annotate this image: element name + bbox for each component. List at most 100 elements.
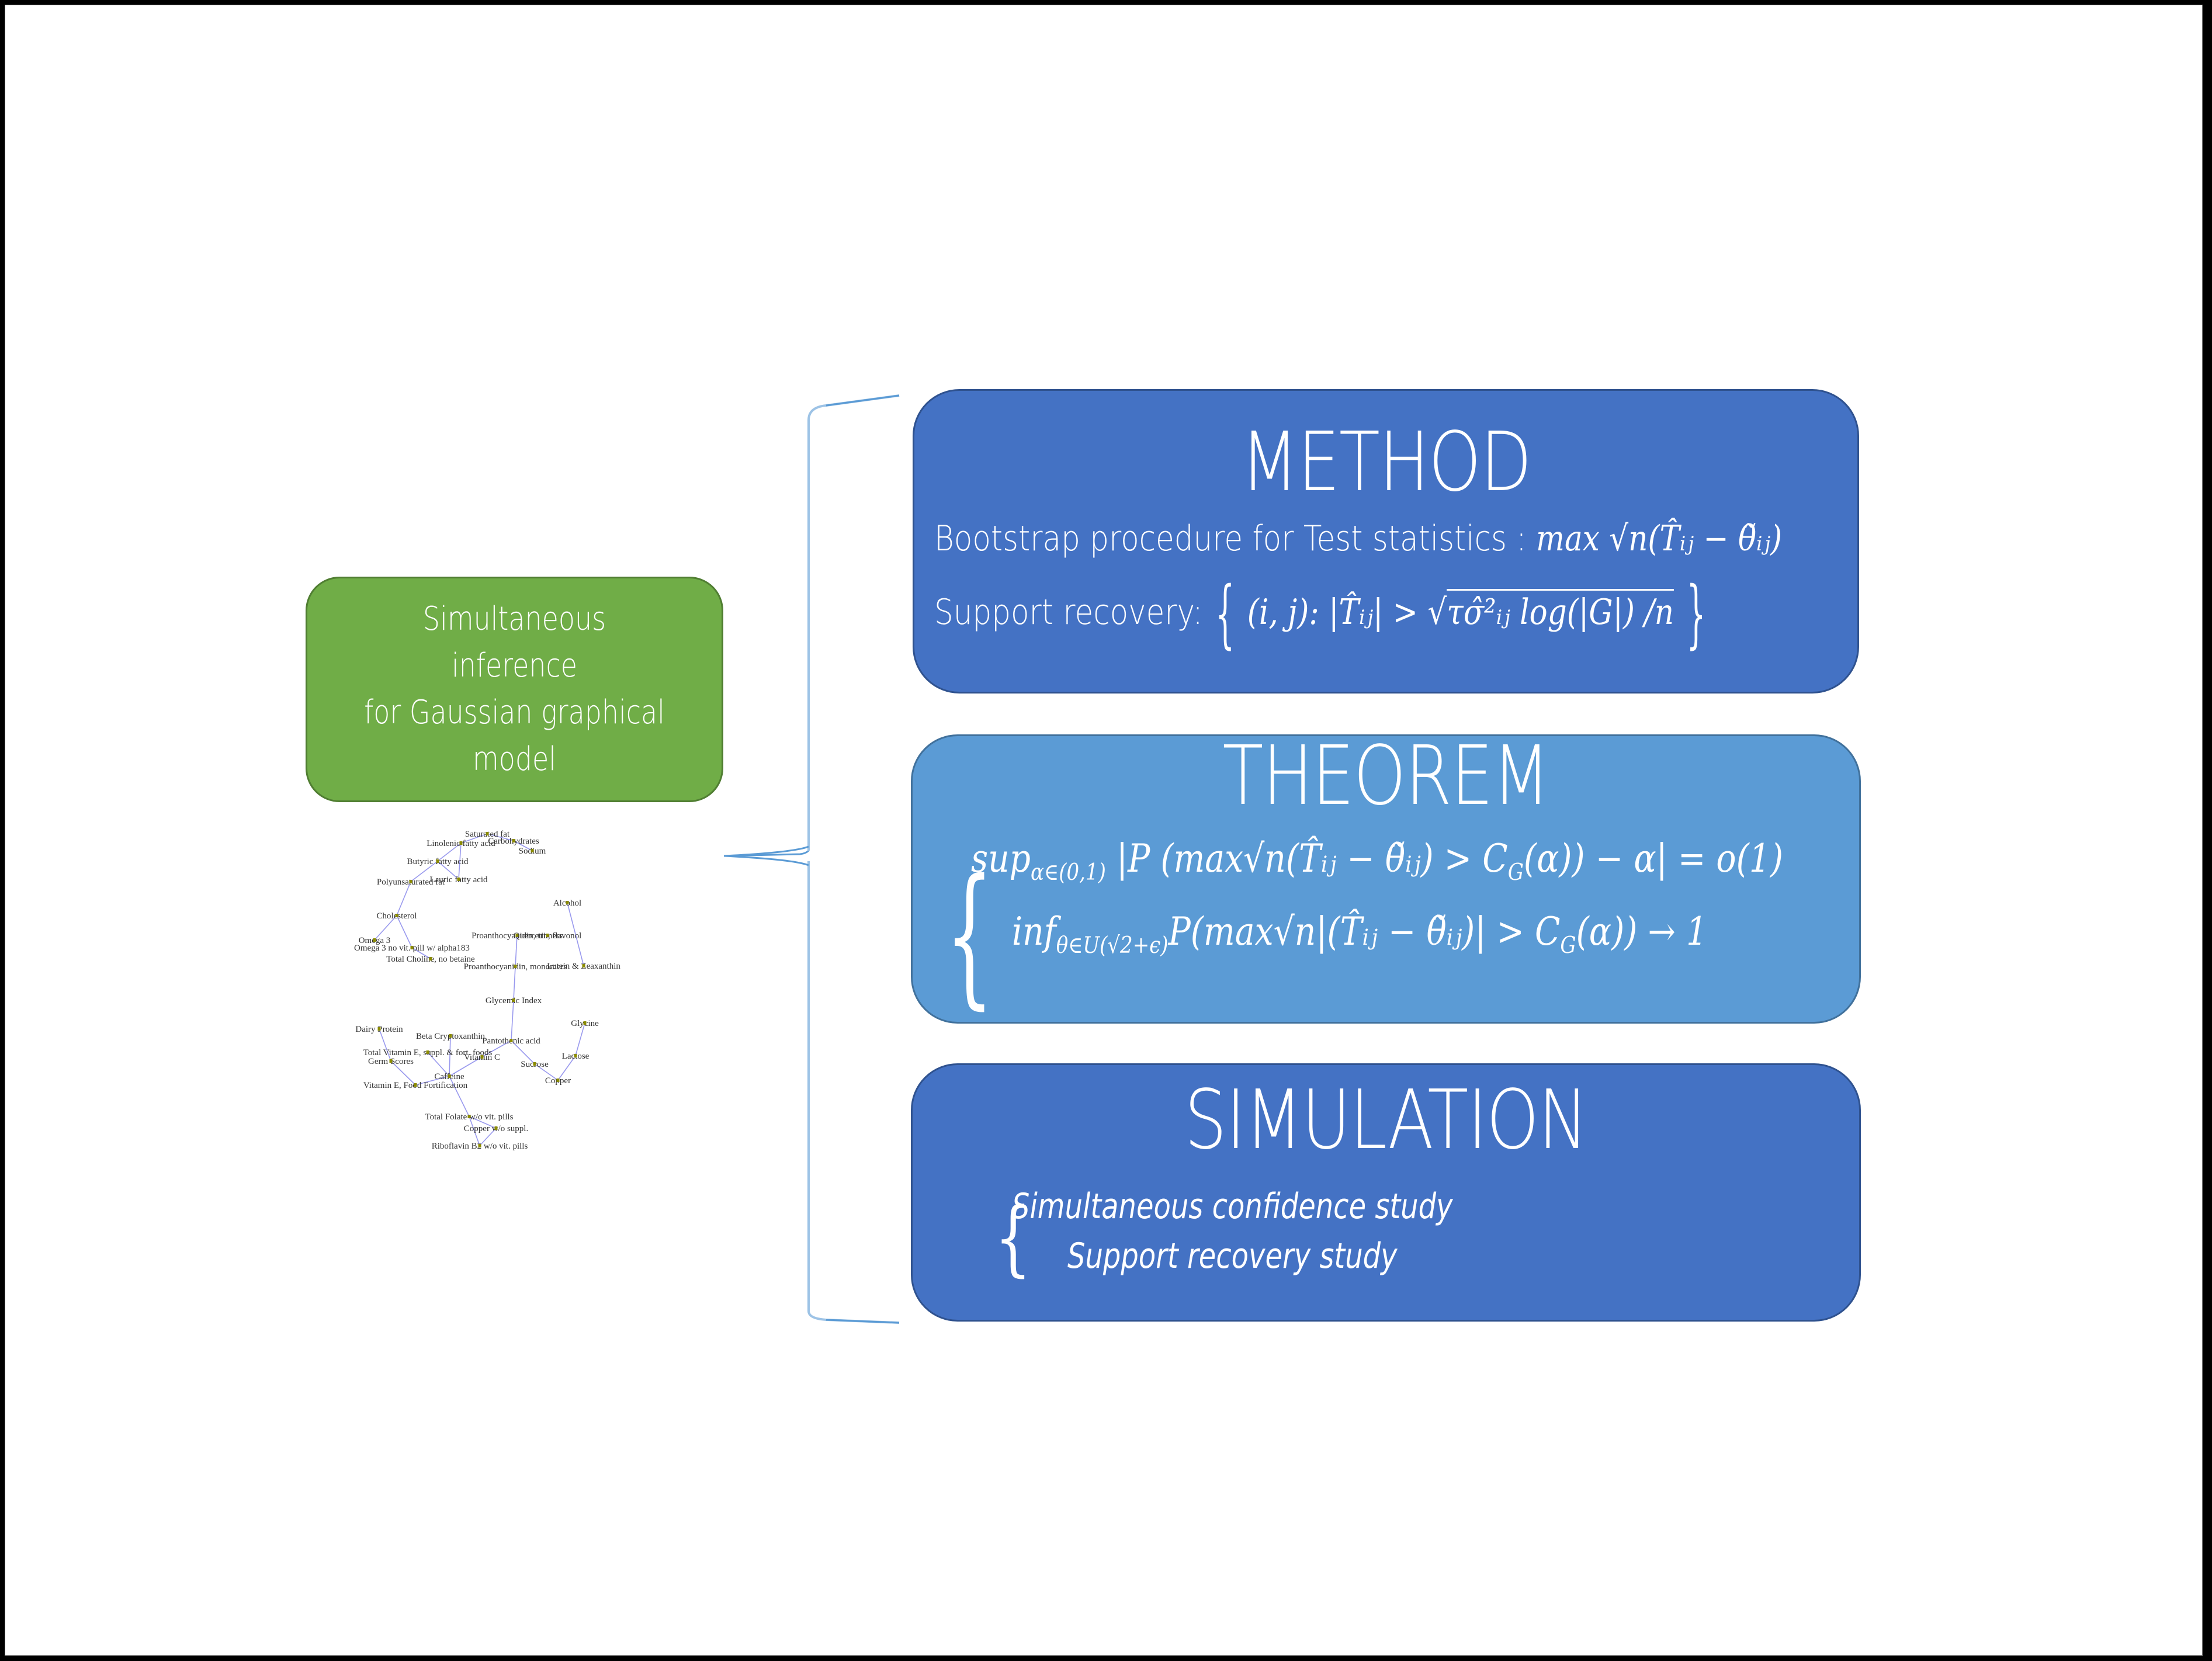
topic-line-3: model — [473, 740, 556, 778]
network-node-marker — [478, 1144, 481, 1147]
method-box: METHOD Bootstrap procedure for Test stat… — [913, 389, 1859, 693]
network-node-marker — [509, 1039, 513, 1042]
simulation-brace-icon: { — [994, 1190, 1032, 1286]
method-title: METHOD — [1240, 415, 1533, 510]
network-node-marker — [556, 1079, 560, 1082]
network-nodes: Saturated fatCarbohydratesSodium Linoleni… — [354, 830, 620, 1151]
network-node-marker — [546, 934, 549, 937]
network-edge — [515, 935, 518, 967]
network-node-marker — [566, 901, 569, 904]
network-edge — [557, 1055, 576, 1081]
network-node: Sodium — [519, 847, 546, 856]
network-node-marker — [373, 938, 376, 942]
network-node: Vitamin C — [464, 1053, 500, 1062]
network-node: Lutein & Zeaxanthin — [547, 962, 620, 971]
network-node: Copper — [545, 1076, 571, 1086]
network-node-marker — [512, 839, 515, 842]
network-edge — [458, 842, 462, 880]
inf-c-subscript: G — [1560, 931, 1576, 959]
network-node-marker — [574, 1054, 577, 1057]
network-node-marker — [414, 1083, 417, 1087]
method-bootstrap-line: Bootstrap procedure for Test statistics … — [934, 518, 1782, 559]
right-brace-icon: } — [1686, 571, 1706, 657]
network-edge — [437, 861, 459, 880]
slide-canvas: Simultaneous inference for Gaussian grap… — [5, 5, 2203, 1656]
inf-body: P(max√n|(T̂ᵢⱼ − θ̃ᵢⱼ)| > C — [1168, 909, 1561, 954]
network-node-marker — [467, 1115, 471, 1118]
sup-c-subscript: G — [1507, 858, 1524, 886]
simulation-title: SIMULATION — [1184, 1073, 1588, 1168]
network-node-marker — [448, 1074, 451, 1078]
theorem-brace-icon: { — [945, 846, 994, 1024]
network-edge — [396, 915, 412, 948]
network-edge — [396, 881, 411, 916]
left-brace-icon: { — [1215, 571, 1235, 657]
network-node-marker — [377, 1027, 381, 1031]
inf-operator: inf — [1012, 909, 1056, 954]
network-edge — [534, 1063, 559, 1081]
bracket-connector — [723, 394, 900, 1324]
network-node-marker — [457, 878, 460, 881]
network-node-marker — [583, 1021, 587, 1025]
gaussian-graphical-network: Saturated fatCarbohydratesSodium Linoleni… — [354, 830, 620, 1151]
network-node-marker — [389, 1059, 393, 1063]
network-edge — [469, 1116, 480, 1146]
network-node-marker — [514, 965, 517, 968]
network-edge — [415, 1076, 450, 1086]
bracket-mid-bottom — [723, 855, 809, 866]
network-edge — [469, 1116, 497, 1129]
network-node-marker — [459, 841, 463, 845]
network-node-marker — [449, 1034, 452, 1038]
bracket-lower-tip — [826, 1319, 900, 1324]
network-edge — [567, 902, 584, 966]
network-node-marker — [395, 914, 398, 917]
network-node: Carbohydrates — [488, 837, 539, 846]
network-edge — [513, 966, 516, 1001]
network-node: Omega 3 — [359, 936, 391, 945]
network-edge — [410, 861, 438, 882]
support-recovery-label: Support recovery: — [934, 592, 1203, 633]
network-node: Alcohol — [553, 899, 581, 908]
network-edge — [449, 1035, 451, 1077]
network-edge — [411, 947, 431, 959]
network-node: Omega 3 no vit. pill w/ alpha183 — [354, 944, 470, 953]
network-edge — [460, 833, 488, 844]
network-node: Saturated fat — [465, 830, 510, 839]
inf-subscript: θ∈U(√2+ϵ) — [1056, 931, 1169, 959]
theorem-title: THEOREM — [1222, 729, 1550, 824]
network-node: Vitamin E, Food Fortification — [363, 1081, 468, 1090]
network-edge — [390, 1060, 416, 1086]
topic-line-2: for Gaussian graphical — [364, 693, 665, 731]
bracket-lower-arm — [807, 861, 900, 1324]
simulation-item-support-recovery: Support recovery study — [1067, 1236, 1398, 1277]
network-edge — [575, 1022, 585, 1056]
bracket-connector-line — [723, 849, 810, 857]
network-node: Linolenic fatty acid — [427, 839, 495, 848]
network-node: Proanthocyanidin, monomers — [464, 962, 567, 972]
network-edges — [374, 833, 585, 1146]
network-node: Cholesterol — [376, 911, 417, 921]
network-node-marker — [582, 964, 585, 968]
network-node-marker — [429, 957, 432, 960]
network-node: Caffeine — [434, 1072, 464, 1081]
bracket-upper-tip — [826, 394, 900, 407]
network-node: Riboflavin B2 w/o vit. pills — [432, 1142, 528, 1151]
network-node-marker — [531, 849, 534, 852]
network-node: Quercetin, flavonol — [514, 931, 582, 941]
sup-body: |P (max√n(T̂ᵢⱼ − θ̃ᵢⱼ) > C — [1116, 836, 1508, 881]
network-node-marker — [512, 998, 515, 1002]
sup-operator: sup — [971, 836, 1031, 881]
network-node: Butyric fatty acid — [407, 857, 469, 866]
theorem-box: THEOREM { supα∈(0,1) |P (max√n(T̂ᵢⱼ − θ̃… — [911, 729, 1861, 1024]
threshold-formula: τσ̂²ᵢⱼ log(|G|) /n — [1447, 589, 1674, 633]
bracket-mid-top — [723, 845, 809, 857]
network-edge — [479, 1128, 497, 1146]
network-node-marker — [515, 934, 519, 937]
network-node: Total Vitamin E, suppl. & fort. foods — [363, 1048, 493, 1057]
network-node: Germ Scores — [368, 1057, 414, 1066]
network-node: Glycemic Index — [486, 996, 542, 1005]
network-edge — [449, 1076, 470, 1117]
network-edge — [379, 1028, 391, 1062]
network-node-marker — [409, 880, 412, 883]
network-edge — [374, 915, 397, 941]
